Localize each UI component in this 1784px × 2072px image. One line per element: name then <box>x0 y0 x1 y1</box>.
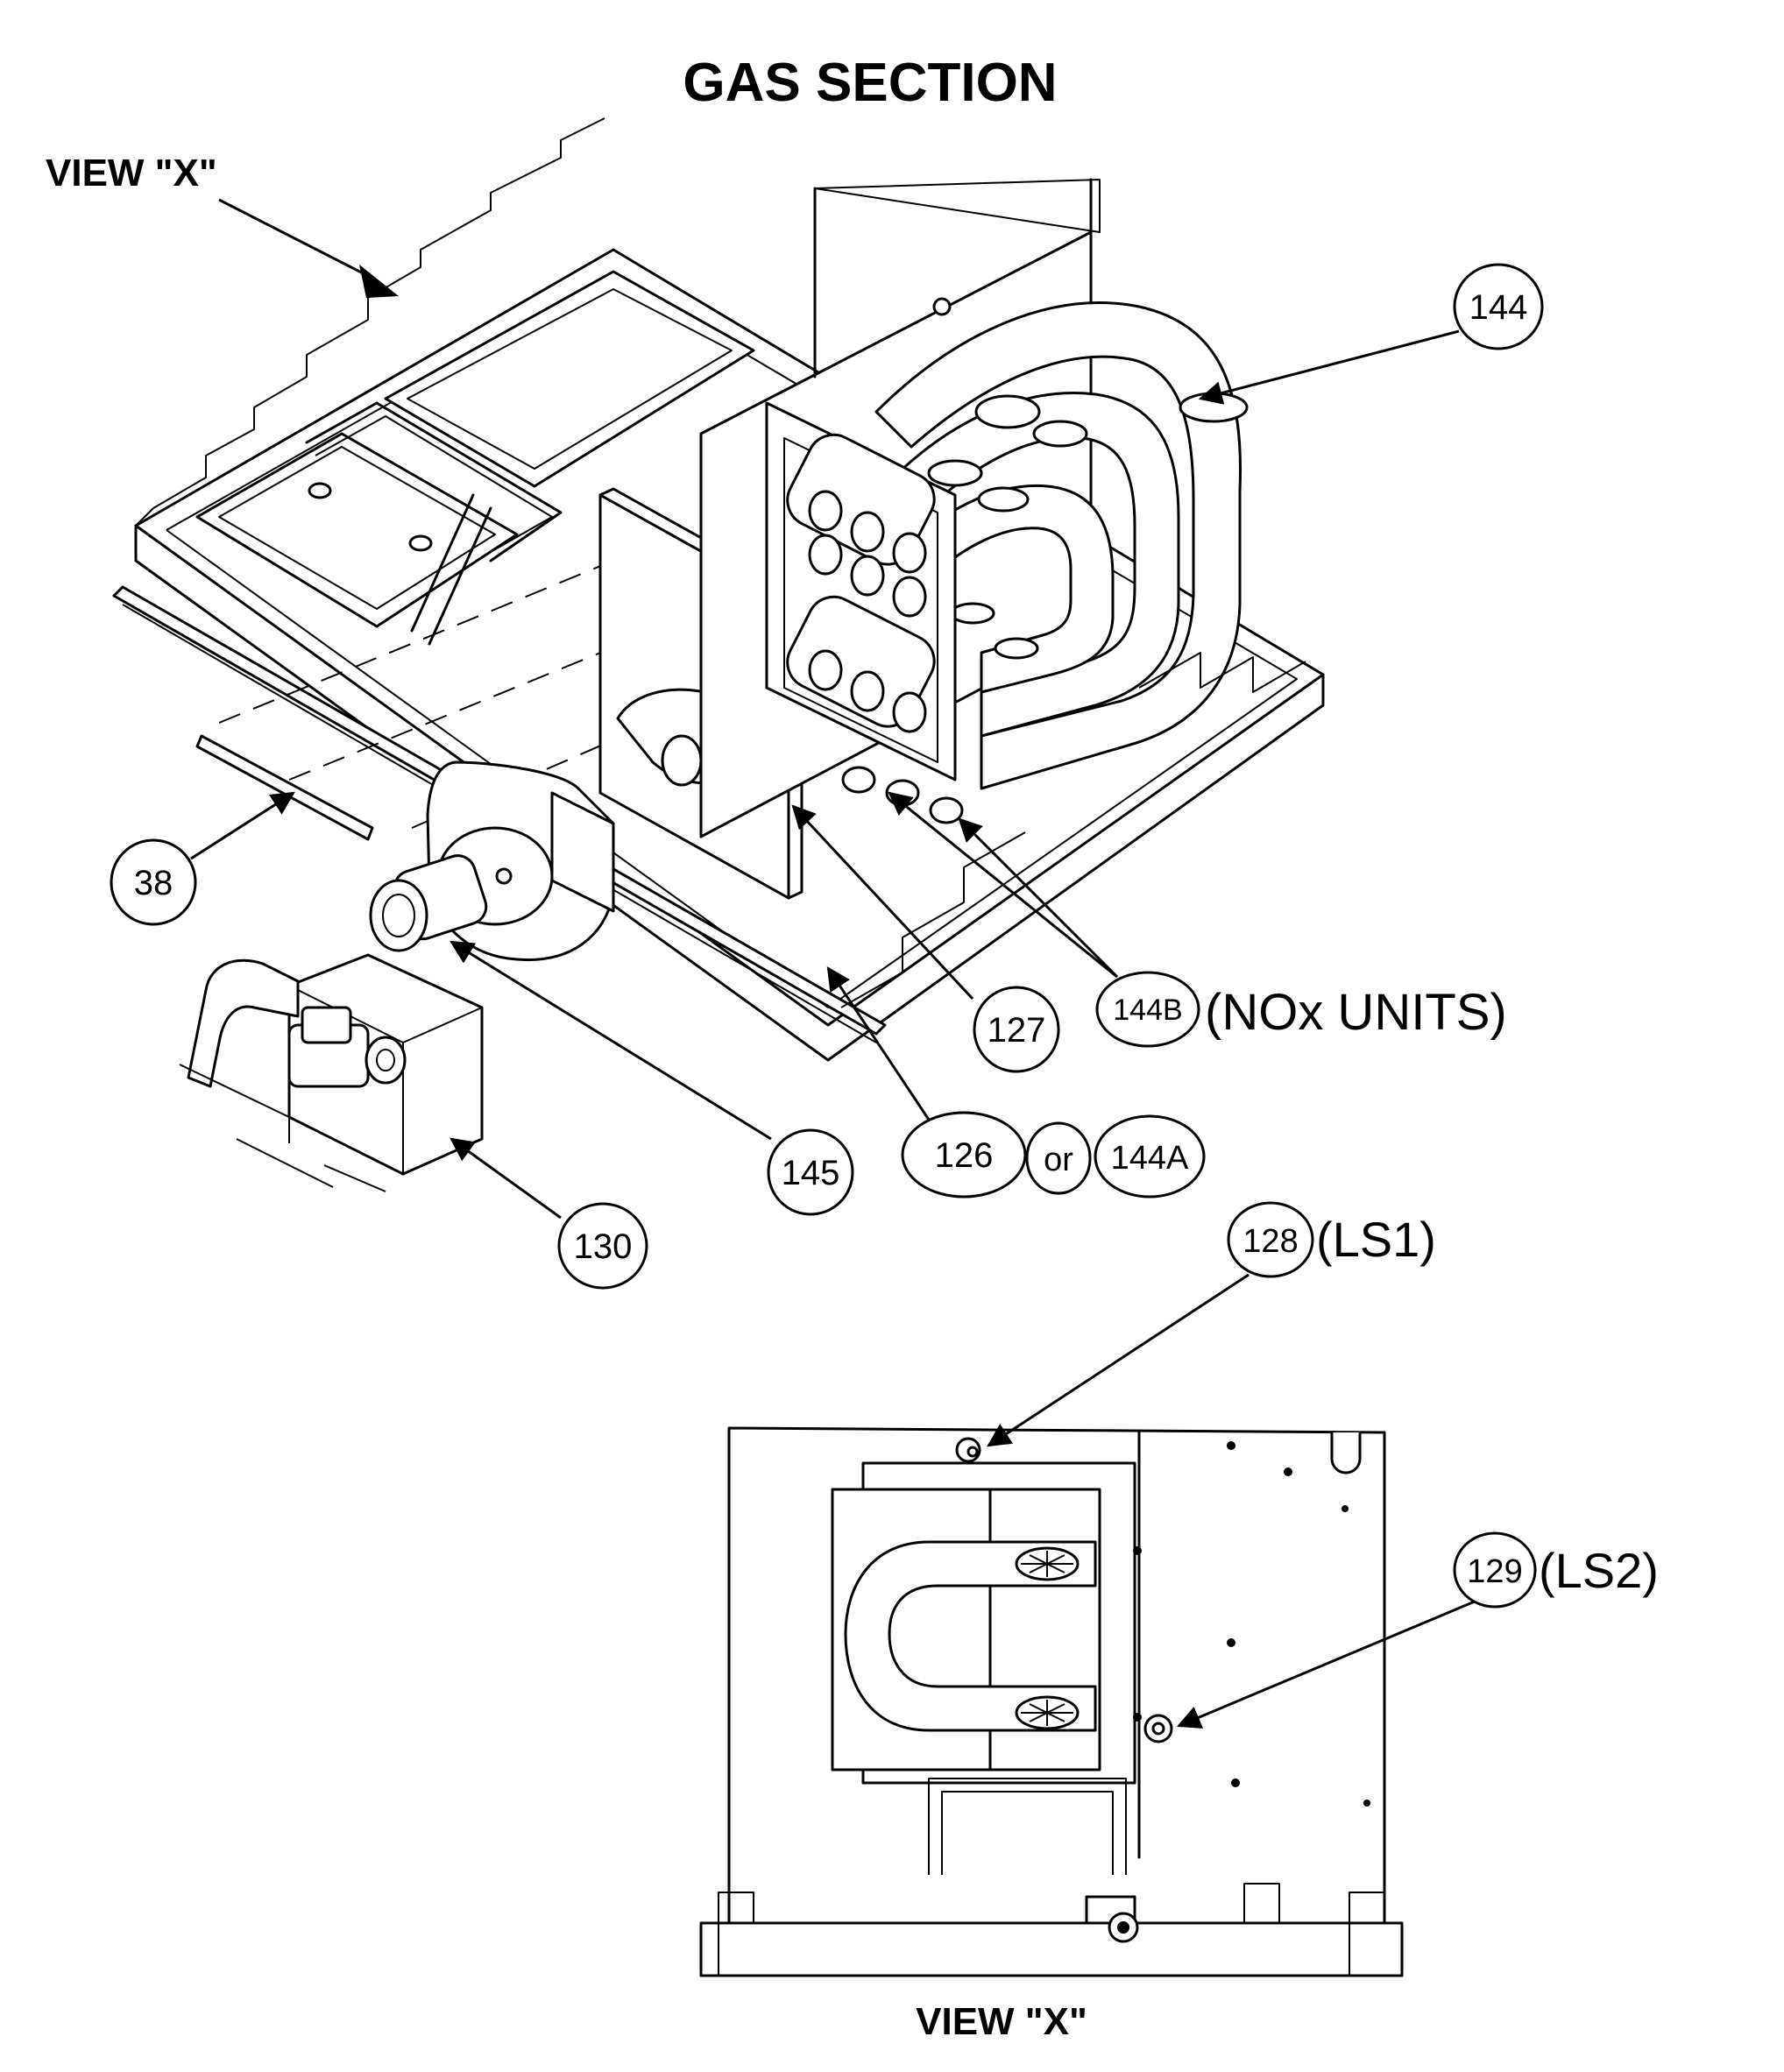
callout-126: 126 <box>901 1111 1027 1199</box>
callout-144: 144 <box>1453 263 1544 350</box>
leader-144b-b <box>958 817 1119 979</box>
callout-or: or <box>1025 1121 1092 1195</box>
view-x-label-top: VIEW "X" <box>46 152 217 194</box>
diagram-title: GAS SECTION <box>683 53 1057 113</box>
leader-145 <box>450 940 772 1141</box>
callout-128-label: 128 <box>1242 1223 1298 1260</box>
callout-128: 128 <box>1227 1201 1314 1278</box>
callout-130: 130 <box>557 1202 648 1290</box>
part-38-strip <box>195 734 374 841</box>
left-compartment <box>195 432 519 628</box>
callout-127: 127 <box>973 986 1060 1073</box>
inducer-blower <box>369 760 615 962</box>
ls1-note: (LS1) <box>1316 1212 1436 1267</box>
view-x-arrow-line <box>218 198 378 282</box>
gas-valve-assembly <box>179 953 484 1192</box>
callout-38-label: 38 <box>134 864 173 902</box>
rear-compartment <box>384 270 755 488</box>
callout-144b: 144B <box>1095 971 1200 1048</box>
view-x-detail <box>699 1426 1404 1977</box>
callout-145-label: 145 <box>782 1154 840 1192</box>
leader-38 <box>190 791 295 860</box>
leader-130 <box>450 1137 562 1220</box>
leader-126 <box>826 966 931 1121</box>
callout-144a-label: 144A <box>1111 1140 1189 1177</box>
callout-144b-label: 144B <box>1113 994 1182 1027</box>
nox-units-note: (NOx UNITS) <box>1205 984 1507 1041</box>
callout-144a: 144A <box>1094 1114 1206 1199</box>
callout-129-label: 129 <box>1467 1553 1522 1590</box>
callout-126-label: 126 <box>935 1136 994 1175</box>
callout-145: 145 <box>767 1128 854 1216</box>
callout-or-label: or <box>1044 1142 1073 1178</box>
view-x-arrow-head <box>359 265 399 298</box>
view-x-label-bottom: VIEW "X" <box>916 2000 1087 2043</box>
leader-144b-a <box>888 791 1118 979</box>
callout-38: 38 <box>110 838 197 926</box>
callout-130-label: 130 <box>574 1227 633 1266</box>
leader-129 <box>1176 1597 1482 1729</box>
leader-127 <box>791 804 974 1001</box>
callout-129: 129 <box>1453 1531 1537 1609</box>
leader-144 <box>1198 329 1460 405</box>
callout-144-label: 144 <box>1469 288 1528 327</box>
assembly-isometric <box>112 117 1325 1192</box>
ls2-note: (LS2) <box>1539 1543 1659 1598</box>
leader-128 <box>987 1273 1250 1447</box>
callout-127-label: 127 <box>988 1011 1046 1050</box>
